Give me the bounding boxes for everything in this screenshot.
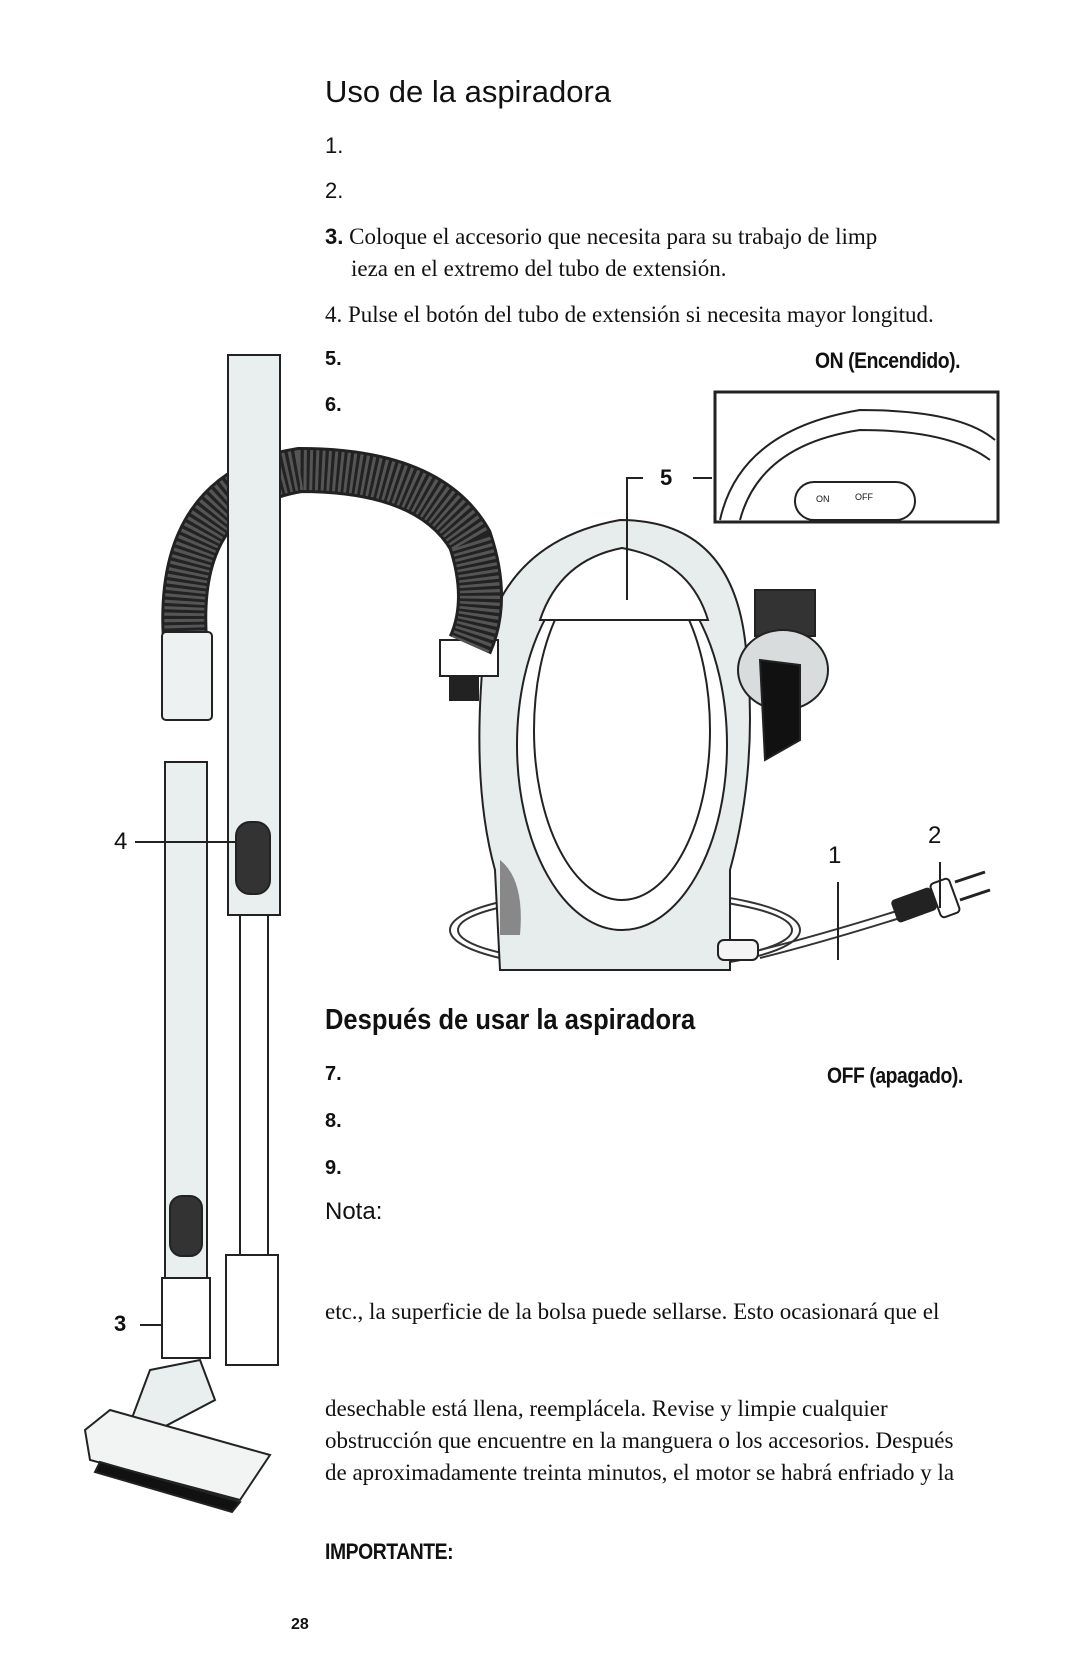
- callout-3: 3: [114, 1311, 127, 1336]
- floor-nozzle-icon: [83, 1358, 272, 1514]
- callout-2: 2: [928, 822, 942, 849]
- step-3-text-line1: Coloque el accesorio que necesita para s…: [349, 224, 878, 249]
- switch-on-label: ON: [816, 494, 830, 504]
- note-label: Nota:: [325, 1198, 383, 1225]
- plug-icon: [891, 870, 991, 923]
- note-paragraph-line-1: etc., la superficie de la bolsa puede se…: [325, 1299, 940, 1324]
- note-paragraph-line-2: desechable está llena, reemplácela. Revi…: [325, 1396, 888, 1421]
- step-4: 4. Pulse el botón del tubo de extensión …: [325, 302, 934, 327]
- step-3-text-line2: ieza en el extremo del tubo de extensión…: [351, 256, 727, 281]
- hose-cuff: [161, 631, 213, 721]
- step-5-on-label: ON (Encendido).: [815, 348, 961, 373]
- step-1-number: 1.: [325, 133, 344, 158]
- section-title-use: Uso de la aspiradora: [325, 74, 612, 109]
- vacuum-body: [439, 518, 759, 971]
- step-6-number: 6.: [325, 394, 342, 416]
- step-8-number: 8.: [325, 1110, 342, 1132]
- step-9-number: 9.: [325, 1157, 342, 1179]
- important-label: IMPORTANTE:: [325, 1539, 454, 1564]
- note-paragraph-line-4: de aproximadamente treinta minutos, el m…: [325, 1460, 955, 1485]
- step-3-number: 3.: [325, 224, 344, 249]
- switch-off-label: OFF: [855, 492, 873, 502]
- step-3: 3. Coloque el accesorio que necesita par…: [325, 221, 1025, 253]
- step-7-number: 7.: [325, 1063, 342, 1085]
- note-paragraph-line-3: obstrucción que encuentre en la manguera…: [325, 1428, 954, 1453]
- wand-right: [225, 354, 281, 1366]
- step-5-number: 5.: [325, 348, 342, 370]
- page-number: 28: [291, 1616, 309, 1633]
- callout-5: 5: [660, 465, 673, 490]
- callout-4: 4: [114, 828, 128, 855]
- switch-inset: [713, 390, 1000, 524]
- dusting-brush-icon: [737, 589, 829, 762]
- callout-1: 1: [828, 842, 842, 869]
- wand-left: [161, 761, 211, 1359]
- callout-lines: [135, 477, 941, 1326]
- step-7-off-label: OFF (apagado).: [827, 1063, 963, 1088]
- section-title-after: Después de usar la aspiradora: [325, 1004, 696, 1036]
- step-2-number: 2.: [325, 178, 344, 203]
